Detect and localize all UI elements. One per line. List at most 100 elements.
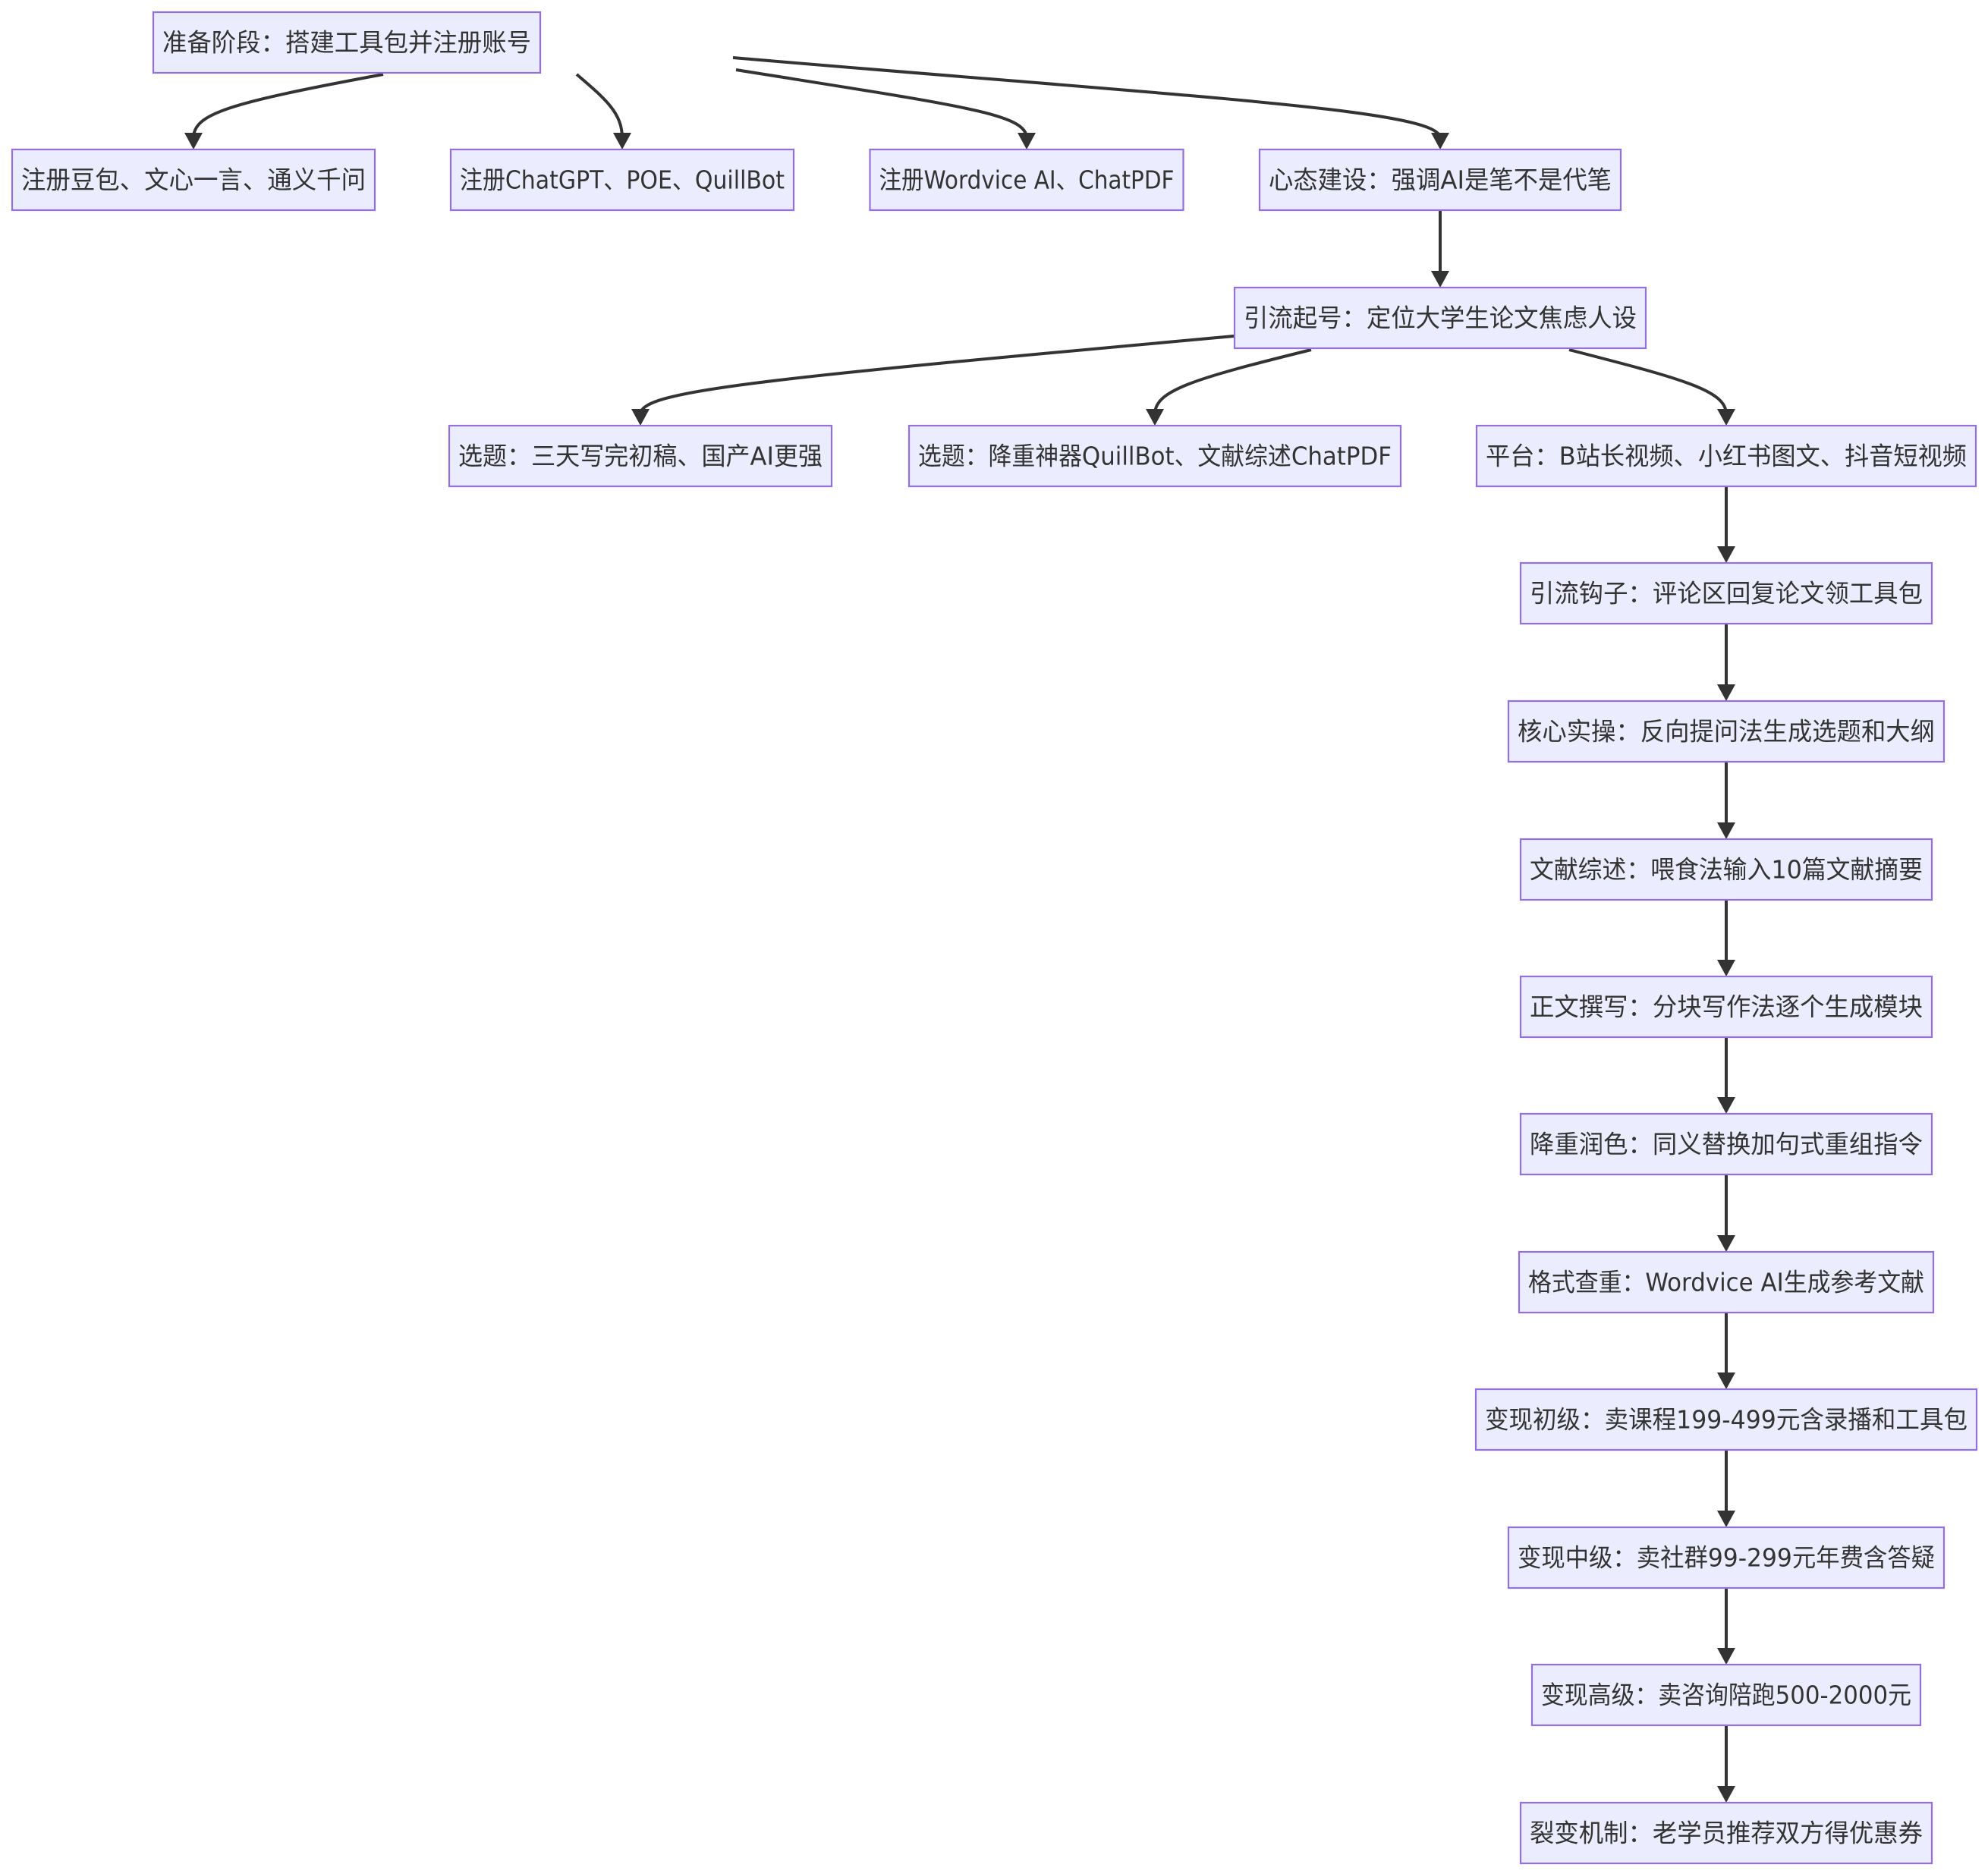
node-label: 格式查重：Wordvice AI生成参考文献 <box>1528 1268 1924 1297</box>
node-box <box>1507 700 1946 763</box>
node-traffic[interactable]: 引流起号：定位大学生论文焦虑人设 <box>1233 286 1647 350</box>
edge-prep-to-reg3 <box>735 68 1036 149</box>
edge-traffic-to-platform <box>1568 348 1735 426</box>
edge-platform-to-hook <box>1717 486 1735 563</box>
edge-prep-to-mind <box>732 56 1449 149</box>
node-box <box>1233 286 1647 350</box>
edge-line <box>735 68 1028 139</box>
edges-layer <box>184 56 1735 1803</box>
node-label: 核心实操：反向提问法生成选题和大纲 <box>1518 717 1935 747</box>
node-topic1[interactable]: 选题：三天写完初稿、国产AI更强 <box>448 424 833 488</box>
edge-arrowhead <box>1717 1786 1735 1803</box>
node-box <box>907 424 1402 488</box>
node-label: 引流钩子：评论区回复论文领工具包 <box>1530 579 1923 608</box>
node-fission[interactable]: 裂变机制：老学员推荐双方得优惠券 <box>1519 1801 1933 1865</box>
edge-traffic-to-topic2 <box>1146 348 1312 426</box>
node-label: 文献综述：喂食法输入10篇文献摘要 <box>1530 855 1923 885</box>
node-hook[interactable]: 引流钩子：评论区回复论文领工具包 <box>1519 561 1933 625</box>
edge-line <box>192 73 384 139</box>
node-label: 平台：B站长视频、小红书图文、抖音短视频 <box>1486 442 1967 471</box>
edge-arrowhead <box>613 133 631 149</box>
node-box <box>1519 838 1933 901</box>
edge-prep-to-reg1 <box>184 73 384 149</box>
node-label: 选题：三天写完初稿、国产AI更强 <box>458 442 823 471</box>
edge-arrowhead <box>631 409 650 426</box>
edge-arrowhead <box>1431 271 1449 288</box>
edge-m3-to-fission <box>1717 1725 1735 1803</box>
edge-m1-to-m2 <box>1717 1450 1735 1527</box>
node-box <box>152 11 542 74</box>
edge-polish-to-format <box>1717 1174 1735 1252</box>
node-label: 心态建设：强调AI是笔不是代笔 <box>1269 165 1612 195</box>
edge-arrowhead <box>1717 1372 1735 1389</box>
node-label: 选题：降重神器QuillBot、文献综述ChatPDF <box>918 442 1392 471</box>
node-body[interactable]: 正文撰写：分块写作法逐个生成模块 <box>1519 975 1933 1039</box>
node-box <box>1530 1663 1922 1727</box>
node-label: 正文撰写：分块写作法逐个生成模块 <box>1530 992 1923 1022</box>
node-box <box>1519 975 1933 1039</box>
edge-arrowhead <box>1717 546 1735 563</box>
node-box <box>1519 1801 1933 1865</box>
node-box <box>1475 424 1977 488</box>
edge-arrowhead <box>1431 133 1449 149</box>
edge-mind-to-traffic <box>1431 210 1449 288</box>
edge-arrowhead <box>184 133 203 149</box>
edge-m2-to-m3 <box>1717 1588 1735 1665</box>
edge-arrowhead <box>1146 409 1164 426</box>
node-label: 注册ChatGPT、POE、QuillBot <box>460 165 785 195</box>
node-platform[interactable]: 平台：B站长视频、小红书图文、抖音短视频 <box>1475 424 1977 488</box>
edge-arrowhead <box>1717 409 1735 426</box>
edge-arrowhead <box>1717 960 1735 976</box>
node-polish[interactable]: 降重润色：同义替换加句式重组指令 <box>1519 1112 1933 1176</box>
node-m1[interactable]: 变现初级：卖课程199-499元含录播和工具包 <box>1474 1388 1978 1451</box>
edge-line <box>1568 348 1728 415</box>
edge-prep-to-reg2 <box>575 73 631 149</box>
node-m3[interactable]: 变现高级：卖咨询陪跑500-2000元 <box>1530 1663 1922 1727</box>
edge-core-to-review <box>1717 762 1735 839</box>
node-box <box>1258 148 1622 212</box>
node-box <box>449 148 795 212</box>
edge-review-to-body <box>1717 900 1735 976</box>
node-box <box>448 424 833 488</box>
node-label: 变现中级：卖社群99-299元年费含答疑 <box>1518 1543 1935 1573</box>
edge-arrowhead <box>1717 1235 1735 1252</box>
node-box <box>11 148 376 212</box>
node-label: 降重润色：同义替换加句式重组指令 <box>1530 1130 1923 1159</box>
edge-arrowhead <box>1717 1097 1735 1114</box>
node-box <box>1507 1526 1946 1589</box>
edge-traffic-to-topic1 <box>631 335 1235 426</box>
node-label: 准备阶段：搭建工具包并注册账号 <box>162 28 531 58</box>
edge-arrowhead <box>1717 684 1735 701</box>
node-topic2[interactable]: 选题：降重神器QuillBot、文献综述ChatPDF <box>907 424 1402 488</box>
edge-format-to-m1 <box>1717 1313 1735 1389</box>
node-reg2[interactable]: 注册ChatGPT、POE、QuillBot <box>449 148 795 212</box>
node-label: 注册豆包、文心一言、通义千问 <box>21 165 366 195</box>
node-review[interactable]: 文献综述：喂食法输入10篇文献摘要 <box>1519 838 1933 901</box>
node-label: 变现高级：卖咨询陪跑500-2000元 <box>1541 1681 1911 1710</box>
edge-line <box>1153 348 1312 415</box>
node-label: 变现初级：卖课程199-499元含录播和工具包 <box>1485 1405 1968 1435</box>
edge-line <box>575 73 624 139</box>
edge-arrowhead <box>1018 133 1036 149</box>
node-box <box>1519 561 1933 625</box>
node-box <box>1518 1250 1935 1314</box>
node-label: 引流起号：定位大学生论文焦虑人设 <box>1244 303 1637 333</box>
node-core[interactable]: 核心实操：反向提问法生成选题和大纲 <box>1507 700 1946 763</box>
node-box <box>869 148 1184 212</box>
node-reg1[interactable]: 注册豆包、文心一言、通义千问 <box>11 148 376 212</box>
node-label: 注册Wordvice AI、ChatPDF <box>879 165 1175 195</box>
node-box <box>1519 1112 1933 1176</box>
node-label: 裂变机制：老学员推荐双方得优惠券 <box>1530 1819 1923 1848</box>
node-box <box>1474 1388 1978 1451</box>
node-reg3[interactable]: 注册Wordvice AI、ChatPDF <box>869 148 1184 212</box>
node-format[interactable]: 格式查重：Wordvice AI生成参考文献 <box>1518 1250 1935 1314</box>
edge-arrowhead <box>1717 822 1735 839</box>
node-mind[interactable]: 心态建设：强调AI是笔不是代笔 <box>1258 148 1622 212</box>
edge-body-to-polish <box>1717 1037 1735 1114</box>
node-prep[interactable]: 准备阶段：搭建工具包并注册账号 <box>152 11 542 74</box>
node-m2[interactable]: 变现中级：卖社群99-299元年费含答疑 <box>1507 1526 1946 1589</box>
edge-hook-to-core <box>1717 624 1735 701</box>
edge-line <box>639 335 1235 415</box>
